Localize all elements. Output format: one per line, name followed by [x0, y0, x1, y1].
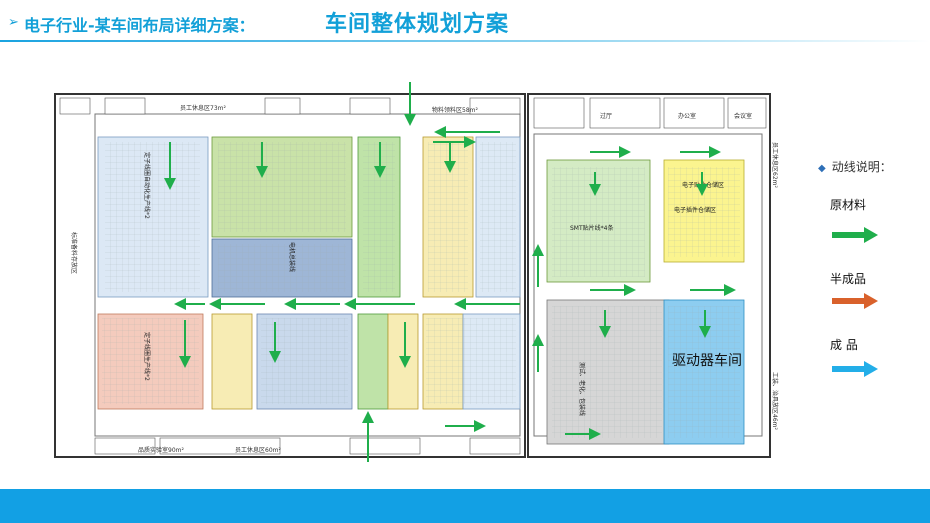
label-rest-area-bottom: 员工休息区60m² [235, 446, 281, 454]
semi-finished-arrow-icon [832, 293, 878, 309]
label-stator-auto: 定子线圈自动化生产线*2 [143, 152, 151, 219]
label-stator-line: 定子线圈生产线*2 [143, 332, 151, 381]
raw-material-flow-arrows [164, 82, 736, 462]
header: ➢ 电子行业-某车间布局详细方案： 车间整体规划方案 [0, 0, 930, 46]
zone-yellow-c [387, 313, 419, 410]
raw-material-arrow-icon [832, 227, 878, 243]
bottom-rooms [94, 437, 521, 455]
zone-green-c [357, 313, 389, 410]
equipment-grids [102, 142, 740, 438]
label-electronic-assembly: 电子插件仓储区 [674, 206, 716, 214]
legend-semi-finished-label: 半成品 [830, 272, 867, 286]
finished-arrow-icon [832, 361, 878, 377]
bullet-arrow-icon: ➢ [8, 15, 19, 30]
label-material-area: 物料领料区58m² [432, 106, 478, 114]
legend-title-text: 动线说明： [831, 160, 892, 174]
label-smt: SMT贴片线*4条 [570, 224, 613, 232]
legend-raw-material-label: 原材料 [830, 198, 867, 212]
page-title: 车间整体规划方案 [325, 12, 510, 37]
diamond-icon: ◆ [818, 163, 826, 174]
page-subtitle: 电子行业-某车间布局详细方案： [24, 16, 255, 35]
footer-bar [0, 489, 930, 523]
legend-finished-label: 成 品 [830, 338, 858, 352]
label-hall: 过厅 [600, 112, 612, 120]
label-quality-lab: 品质实验室90m² [138, 446, 184, 454]
zone-yellow-b [211, 313, 253, 410]
label-test-line: 测试、老化、包装线 [578, 362, 586, 416]
legend-title: ◆ 动线说明： [818, 158, 892, 175]
label-electronic: 电子贴片仓储区 [682, 181, 724, 189]
label-rest-area-top: 员工休息区73m² [180, 104, 226, 112]
label-office: 办公室 [678, 112, 696, 120]
label-right-rest: 员工休息区62m² [771, 142, 779, 188]
workshop-floor-plan: 员工休息区73m² 物料领料区58m² 过厅 办公室 会议室 品质实验室90m²… [54, 82, 779, 462]
header-divider [0, 40, 930, 42]
label-left-storage: 标准备料存放区 [70, 232, 78, 274]
flow-legend: ◆ 动线说明： 原材料 半成品 成 品 [810, 150, 920, 390]
label-drive-workshop: 驱动器车间 [672, 352, 742, 369]
label-right-tools: 工装、治具放区46m² [771, 372, 779, 430]
top-rooms [59, 97, 767, 129]
label-assembly: 电机总装线 [288, 242, 296, 272]
label-meeting-room: 会议室 [734, 112, 752, 120]
